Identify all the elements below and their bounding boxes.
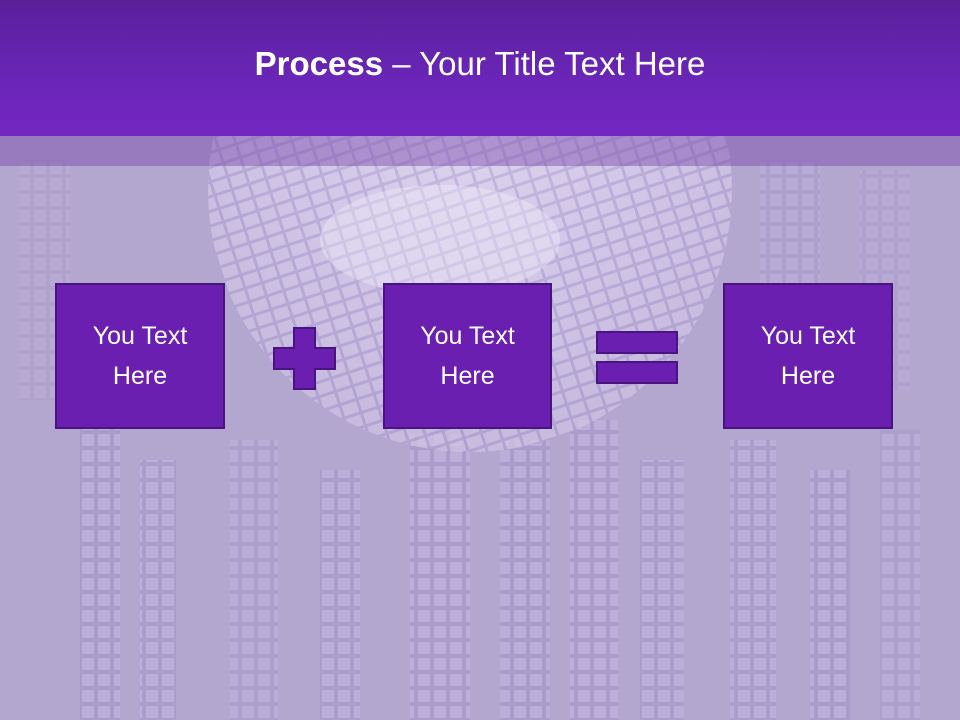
slide-title: Process – Your Title Text Here (255, 47, 706, 80)
plus-icon (273, 327, 336, 390)
process-box-3-label: You Text Here (760, 322, 856, 390)
process-box-1: You Text Here (55, 283, 225, 429)
title-underline-strip (0, 136, 960, 166)
process-box-1-label: You Text Here (92, 322, 188, 390)
process-box-2: You Text Here (383, 283, 552, 429)
slide-title-bold: Process (254, 44, 384, 82)
process-box-3: You Text Here (723, 283, 893, 429)
equals-icon (596, 331, 678, 384)
slide-title-rest: – Your Title Text Here (383, 44, 706, 82)
title-bar: Process – Your Title Text Here (0, 0, 960, 136)
process-box-2-label: You Text Here (420, 322, 515, 390)
